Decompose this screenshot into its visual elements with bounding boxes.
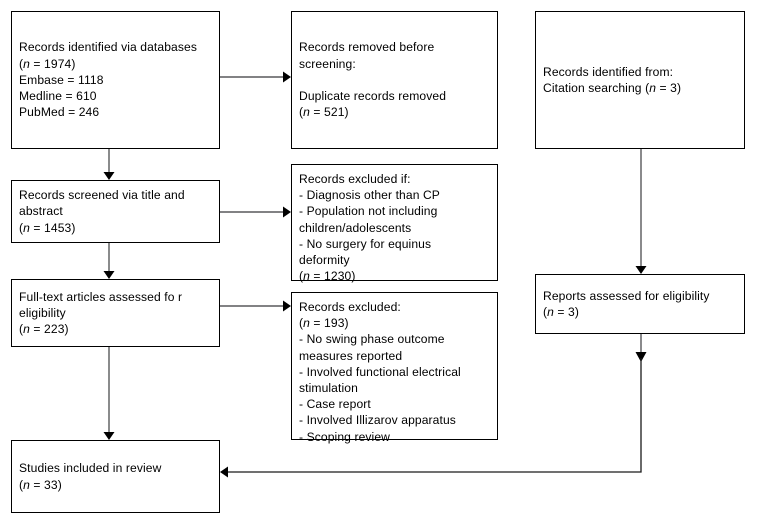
node-full-text-articles-assessed[interactable]: Full-text articles assessed fo r eligibi… [11,279,220,347]
node-label: Records identified via databases (n = 19… [19,40,197,120]
node-records-excluded-screening[interactable]: Records excluded if: - Diagnosis other t… [291,164,498,284]
node-label: Records excluded: (n = 193) - No swing p… [299,300,461,444]
italic-n: n [303,105,310,120]
node-records-excluded-full-text[interactable]: Records excluded: (n = 193) - No swing p… [291,292,498,444]
arrowhead-screened-to-fulltext [103,271,115,279]
node-records-identified-databases[interactable]: Records identified via databases (n = 19… [11,11,220,149]
node-label: Studies included in review (n = 33) [19,461,162,492]
node-reports-assessed-for-eligibility[interactable]: Reports assessed for eligibility (n = 3) [535,274,745,334]
node-label: Reports assessed for eligibility (n = 3) [543,288,710,319]
arrowhead-databases-to-screened [103,172,115,180]
italic-n: n [23,220,30,235]
node-records-screened[interactable]: Records screened via title and abstract … [11,180,220,243]
italic-n: n [23,477,30,492]
node-label: Full-text articles assessed fo r eligibi… [19,289,183,337]
italic-n: n [303,269,310,284]
node-studies-included-in-review[interactable]: Studies included in review (n = 33) [11,440,220,513]
italic-n: n [649,81,657,95]
italic-n: n [547,305,554,319]
arrowhead-reports-to-included [220,466,228,478]
italic-n: n [23,56,30,71]
node-label: Records removed before screening: Duplic… [299,40,447,120]
arrowhead-screened-to-excluded [283,206,291,218]
node-label: Records identified from: Citation search… [543,64,682,95]
arrowhead-citation-to-reports [635,266,647,274]
arrowhead-fulltext-to-included [103,432,115,440]
arrowhead-reports-down [635,352,647,362]
italic-n: n [303,316,310,331]
node-records-identified-citation-searching[interactable]: Records identified from: Citation search… [535,11,745,149]
arrowhead-fulltext-to-excluded [283,300,291,312]
node-label: Records screened via title and abstract … [19,188,185,235]
italic-n: n [23,322,30,337]
node-label: Records excluded if: - Diagnosis other t… [299,172,440,284]
node-records-removed-before-screening[interactable]: Records removed before screening: Duplic… [291,11,498,149]
arrowhead-databases-to-removed [283,71,291,83]
